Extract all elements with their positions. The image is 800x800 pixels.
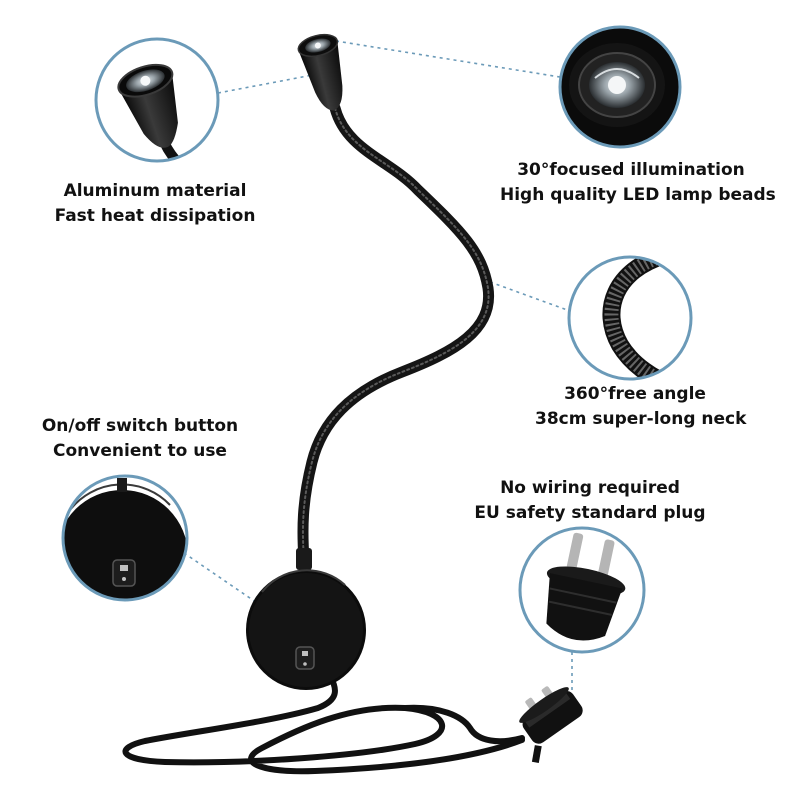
focus-caption-line2: High quality LED lamp beads (500, 185, 776, 205)
aluminum-caption-line2: Fast heat dissipation (54, 206, 256, 226)
focus-caption: 30°focused illumination High quality LED… (500, 158, 776, 208)
leader-neck (489, 281, 571, 312)
plug-caption-line1: No wiring required (500, 478, 680, 498)
angle-caption-line1: 360°free angle (564, 384, 706, 404)
angle-caption-line2: 38cm super-long neck (535, 409, 747, 429)
leader-aluminum (217, 73, 319, 94)
switch-caption-line1: On/off switch button (41, 416, 239, 436)
aluminum-detail-circle (94, 37, 220, 163)
angle-caption: 360°free angle 38cm super-long neck (535, 382, 747, 432)
wall-base (246, 548, 366, 690)
rocker-switch (295, 646, 315, 670)
plug-caption-line2: EU safety standard plug (474, 503, 706, 523)
plug-detail-circle (518, 526, 646, 654)
leader-focus (335, 40, 561, 78)
aluminum-caption-line1: Aluminum material (63, 181, 247, 201)
switch-detail-circle (61, 474, 189, 602)
lamp-head-side-detail (117, 63, 194, 161)
plug-caption: No wiring required EU safety standard pl… (465, 476, 715, 526)
focus-detail-circle (558, 25, 682, 149)
power-cable (122, 673, 525, 775)
neck-detail-circle (567, 255, 693, 381)
switch-caption-line2: Convenient to use (53, 441, 227, 461)
focus-caption-line1: 30°focused illumination (517, 160, 745, 180)
switch-caption: On/off switch button Convenient to use (30, 414, 250, 464)
eu-plug-detail (546, 532, 626, 641)
aluminum-caption: Aluminum material Fast heat dissipation (50, 179, 260, 229)
gooseneck (297, 102, 495, 566)
main-lamp-head (297, 33, 343, 111)
leader-lines (183, 40, 573, 692)
led-lens-front-detail (560, 27, 680, 147)
main-eu-plug (519, 686, 583, 763)
